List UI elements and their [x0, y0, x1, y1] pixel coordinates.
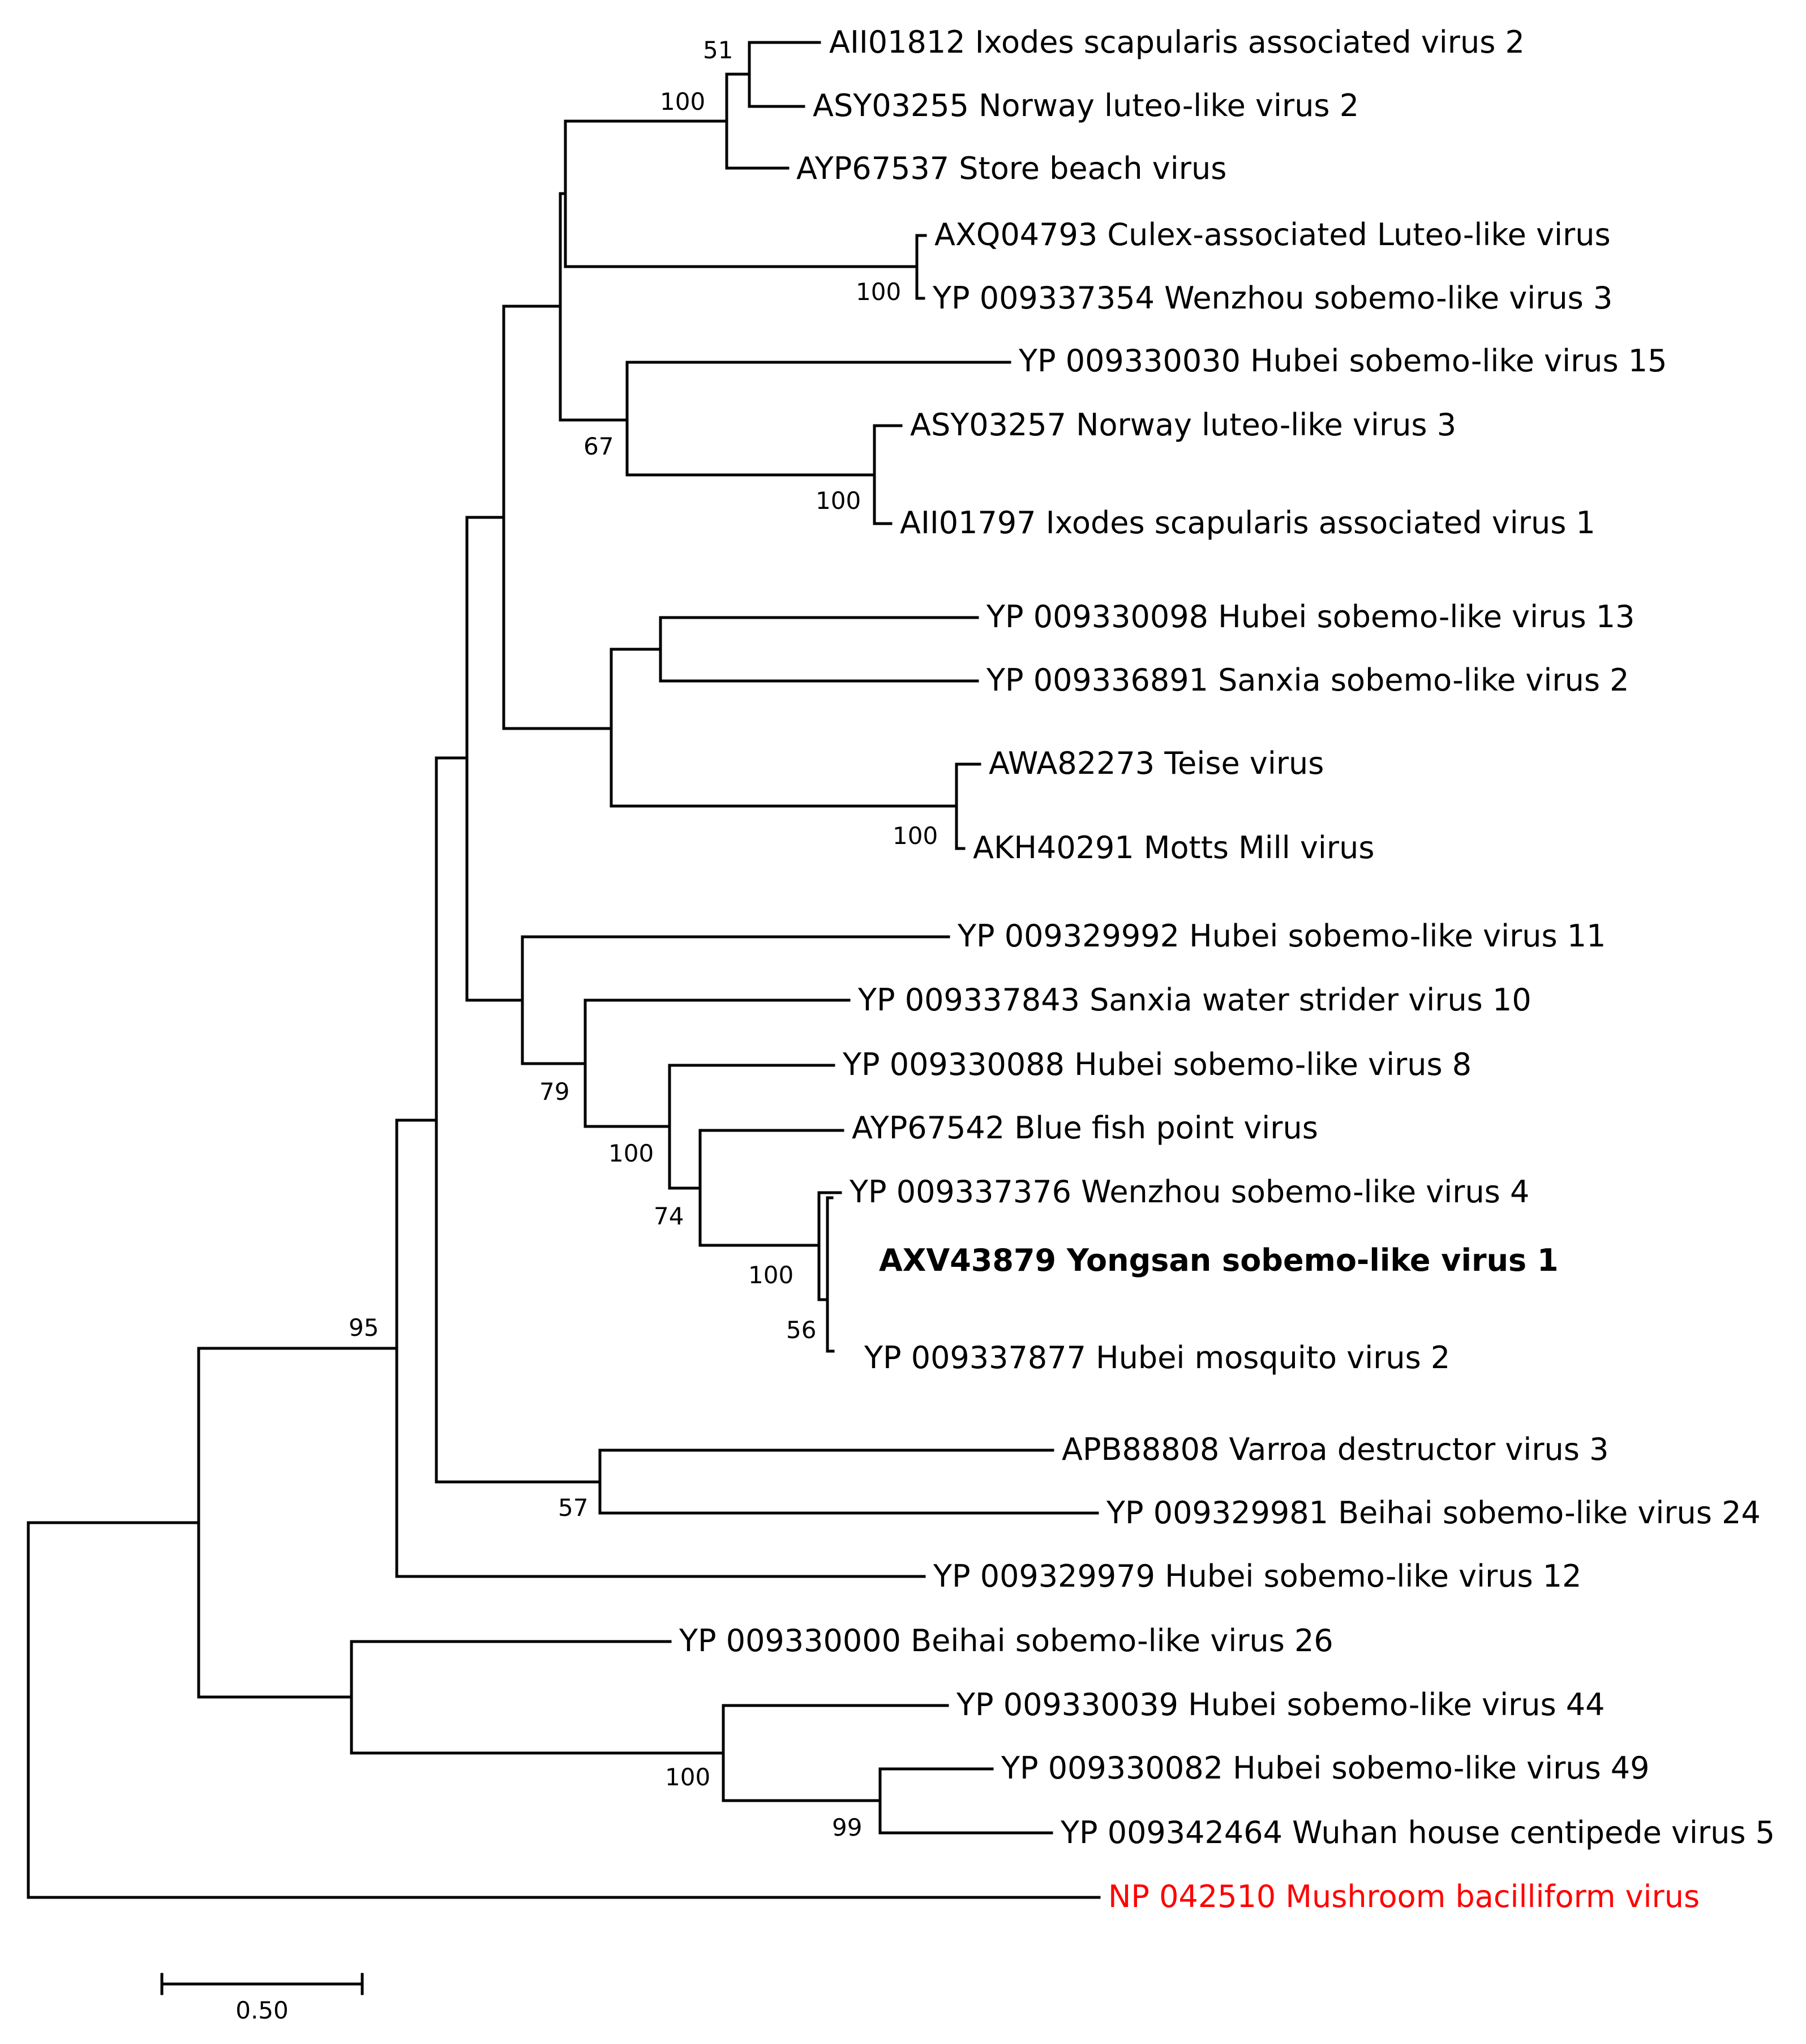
bootstrap-value: 100	[608, 1139, 654, 1167]
bootstrap-value: 95	[349, 1314, 379, 1342]
leaf-label-ayp67537: AYP67537 Store beach virus	[796, 151, 1226, 186]
leaf-label-axv43879: AXV43879 Yongsan sobemo-like virus 1	[879, 1242, 1559, 1278]
leaf-label-axq04793: AXQ04793 Culex-associated Luteo-like vir…	[934, 217, 1611, 252]
leaf-label-akh40291: AKH40291 Motts Mill virus	[973, 830, 1374, 865]
leaf-label-yp009337376: YP 009337376 Wenzhou sobemo-like virus 4	[849, 1174, 1529, 1210]
leaf-label-ayp67542: AYP67542 Blue fish point virus	[852, 1110, 1318, 1146]
bootstrap-value: 100	[748, 1261, 793, 1289]
leaf-label-asy03255: ASY03255 Norway luteo-like virus 2	[813, 88, 1359, 123]
leaf-labels: AII01812 Ixodes scapularis associated vi…	[679, 24, 1775, 1914]
leaf-label-yp009337843: YP 009337843 Sanxia water strider virus …	[857, 982, 1532, 1018]
bootstrap-value: 100	[856, 278, 901, 306]
leaf-label-yp009329981: YP 009329981 Beihai sobemo-like virus 24	[1106, 1495, 1761, 1531]
leaf-label-yp009330082: YP 009330082 Hubei sobemo-like virus 49	[1001, 1750, 1650, 1786]
leaf-label-awa82273: AWA82273 Teise virus	[989, 745, 1324, 781]
leaf-label-asy03257: ASY03257 Norway luteo-like virus 3	[910, 407, 1456, 443]
leaf-label-aii01797: AII01797 Ixodes scapularis associated vi…	[900, 505, 1595, 541]
bootstrap-value: 57	[558, 1494, 588, 1522]
leaf-label-yp009330030: YP 009330030 Hubei sobemo-like virus 15	[1018, 343, 1667, 379]
leaf-label-yp009342464: YP 009342464 Wuhan house centipede virus…	[1060, 1815, 1775, 1850]
leaf-label-yp009330088: YP 009330088 Hubei sobemo-like virus 8	[842, 1047, 1472, 1082]
leaf-label-yp009330039: YP 009330039 Hubei sobemo-like virus 44	[956, 1687, 1605, 1722]
bootstrap-value: 99	[832, 1814, 862, 1841]
bootstrap-value: 100	[665, 1763, 710, 1791]
bootstrap-value: 100	[660, 88, 705, 115]
bootstrap-value: 56	[786, 1316, 816, 1344]
leaf-label-aii01812: AII01812 Ixodes scapularis associated vi…	[829, 24, 1525, 60]
leaf-label-yp009337354: YP 009337354 Wenzhou sobemo-like virus 3	[932, 280, 1612, 316]
leaf-label-yp009330000: YP 009330000 Beihai sobemo-like virus 26	[679, 1623, 1333, 1659]
leaf-label-yp009330098: YP 009330098 Hubei sobemo-like virus 13	[986, 599, 1635, 635]
leaf-label-yp009329992: YP 009329992 Hubei sobemo-like virus 11	[957, 918, 1606, 954]
tree-branches	[27, 41, 1101, 1899]
leaf-label-yp009337877: YP 009337877 Hubei mosquito virus 2	[864, 1340, 1450, 1375]
bootstrap-value: 74	[654, 1202, 684, 1230]
bootstrap-value: 100	[893, 822, 938, 850]
leaf-label-yp009329979: YP 009329979 Hubei sobemo-like virus 12	[933, 1558, 1582, 1594]
leaf-label-np042510: NP 042510 Mushroom bacilliform virus	[1108, 1879, 1700, 1914]
leaf-label-yp009336891: YP 009336891 Sanxia sobemo-like virus 2	[986, 662, 1629, 698]
bootstrap-value: 51	[703, 36, 733, 64]
leaf-label-apb88808: APB88808 Varroa destructor virus 3	[1062, 1432, 1608, 1467]
bootstrap-value: 100	[816, 487, 861, 515]
bootstrap-values: 51 100 100 67 100 100 79 100 74 100 56 5…	[349, 36, 938, 1841]
bootstrap-value: 79	[539, 1078, 569, 1105]
bootstrap-value: 67	[584, 432, 614, 460]
scale-bar-label: 0.50	[235, 1996, 289, 2024]
scale-bar: 0.50	[160, 1973, 364, 2024]
